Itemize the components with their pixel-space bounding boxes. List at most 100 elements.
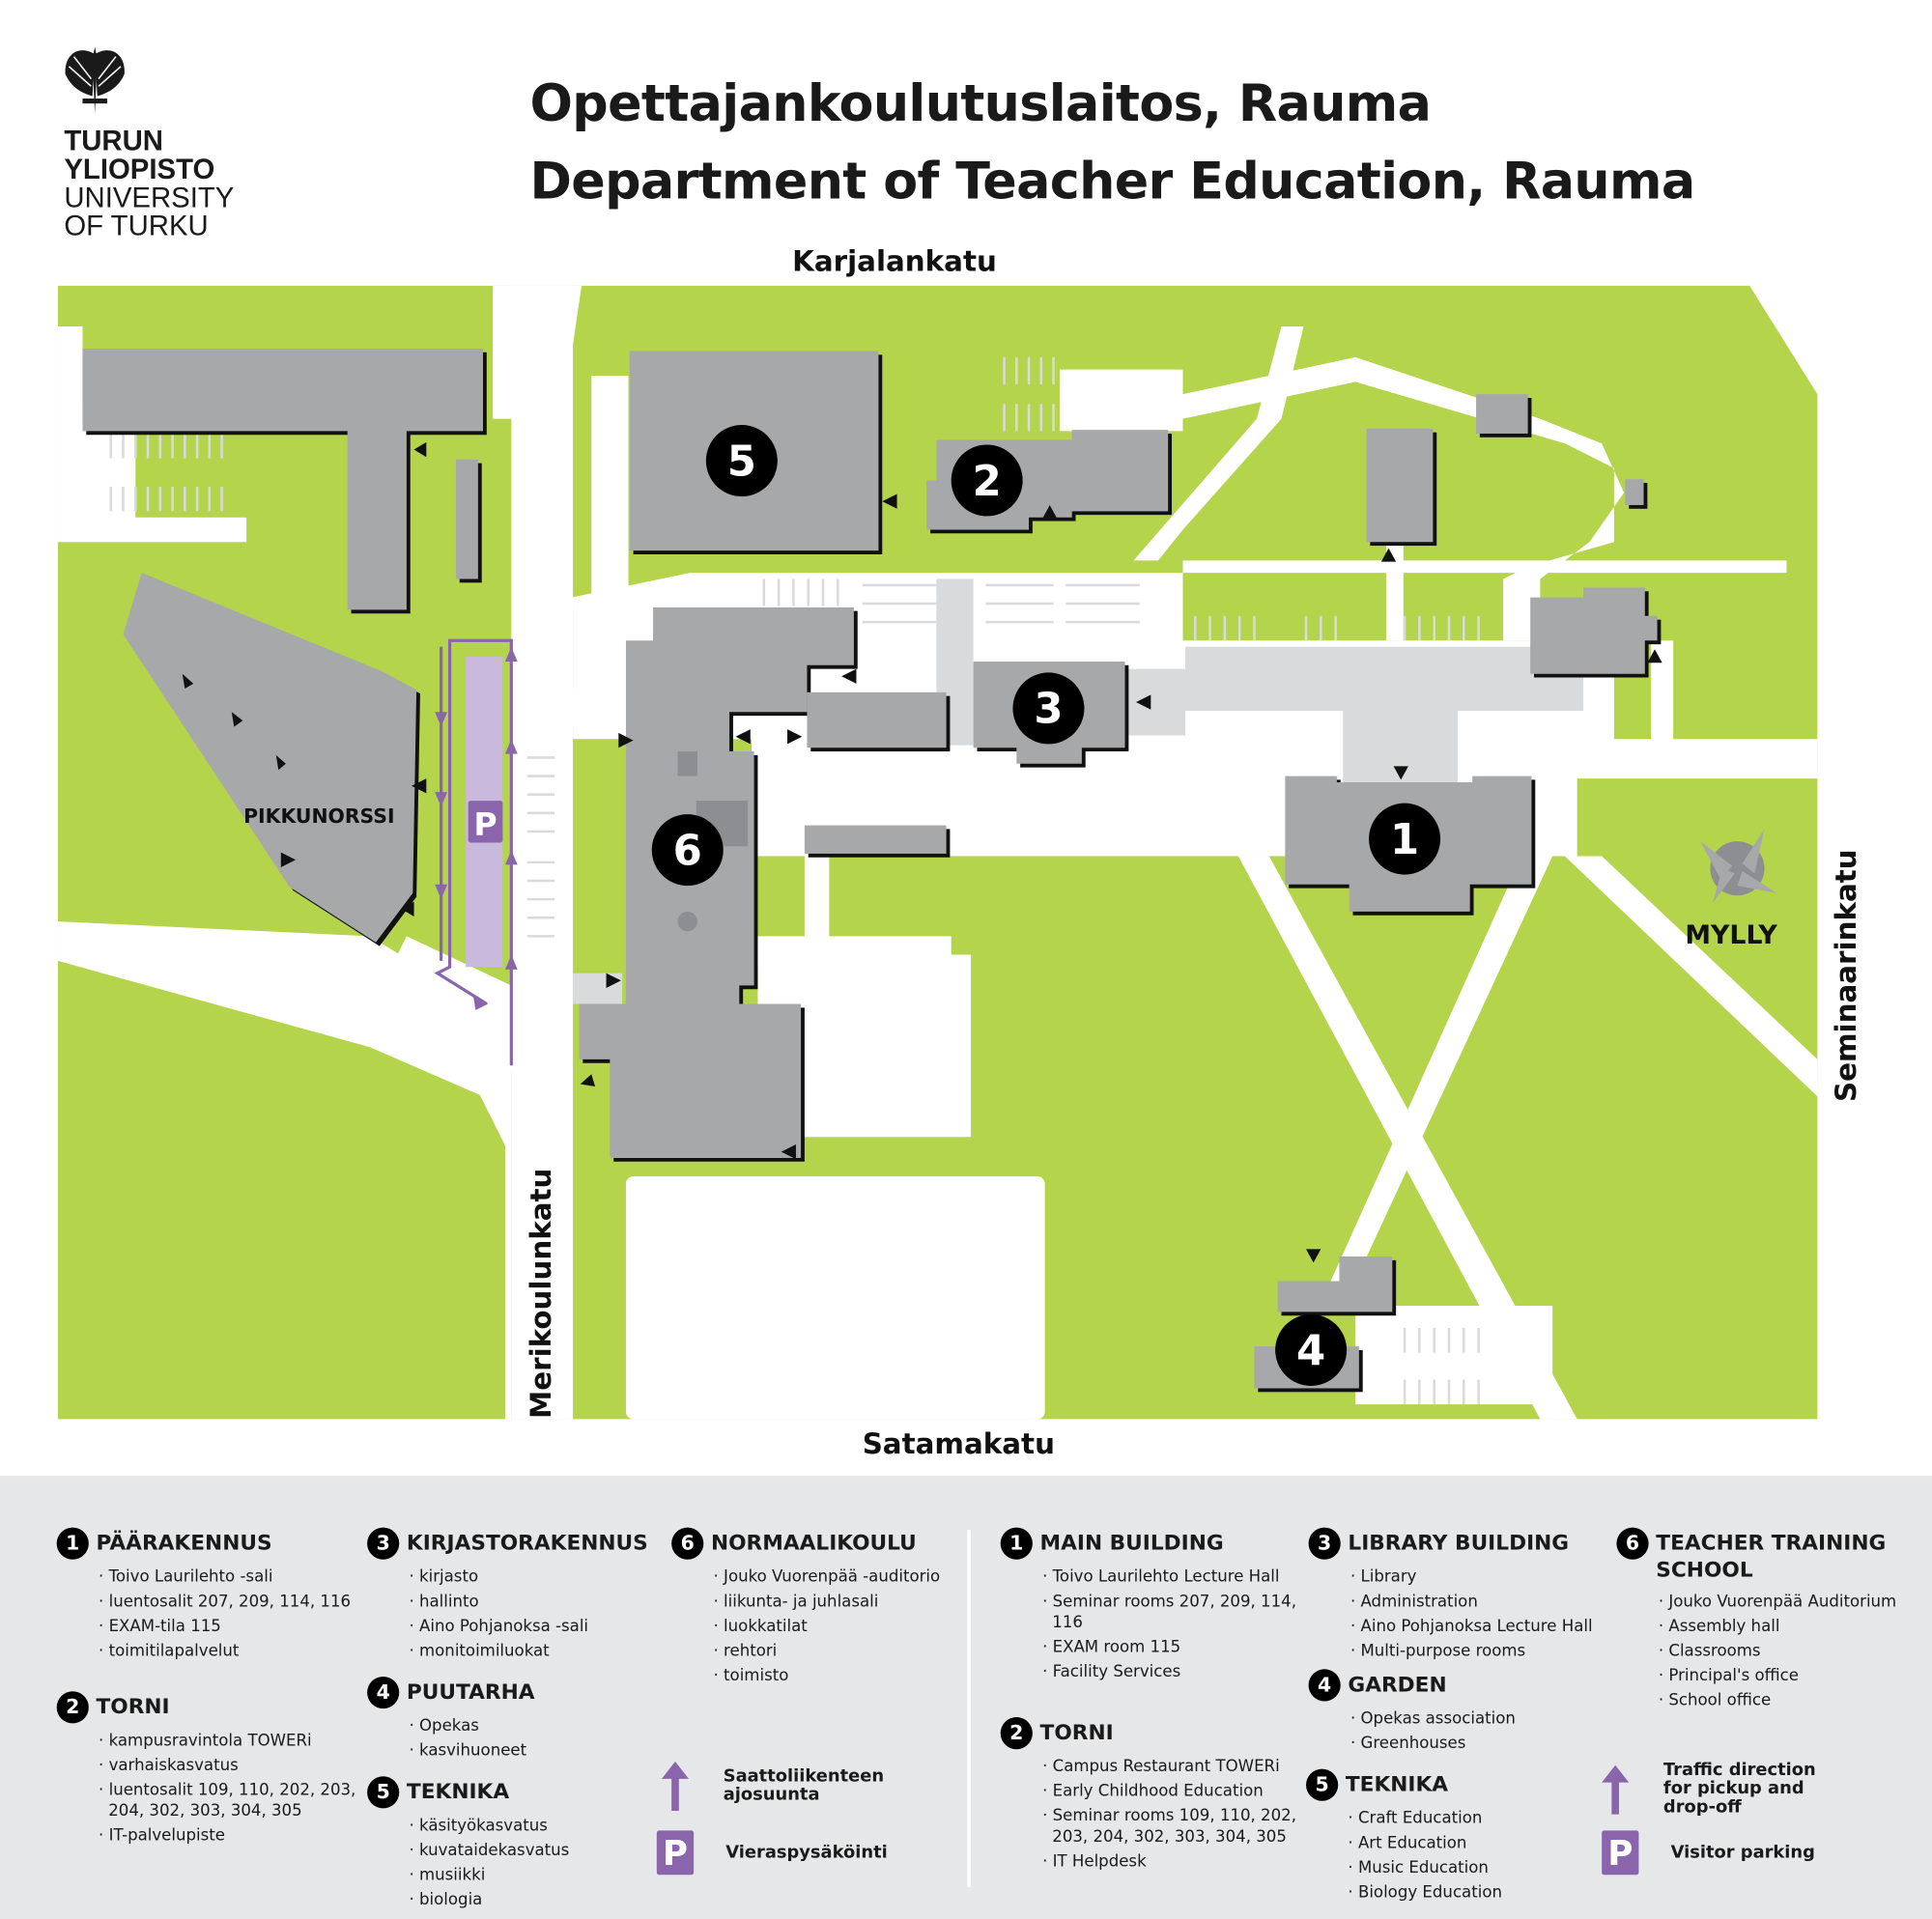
building-pikkunorssi (123, 573, 417, 943)
legend-divider (967, 1530, 972, 1888)
legend-item: Principal's office (1659, 1665, 1925, 1686)
legend-item: Assembly hall (1659, 1616, 1925, 1637)
legend-item: Biology Education (1348, 1882, 1614, 1904)
key-visitor-parking-fi: P Vieraspysäköinti (656, 1830, 888, 1876)
legend-title: GARDEN (1348, 1673, 1447, 1698)
number-badge: 6 (671, 1527, 704, 1560)
logo-line: UNIVERSITY (64, 181, 235, 213)
legend-title: NORMAALIKOULU (710, 1531, 917, 1556)
legend-item: Early Childhood Education (1042, 1781, 1309, 1802)
purple-arrow-icon (1602, 1764, 1630, 1815)
legend-item: kampusravintola TOWERi (99, 1731, 365, 1752)
legend-item: rehtori (714, 1641, 980, 1662)
legend-item: toimisto (714, 1665, 980, 1686)
legend-section-fi-2: 2TORNIkampusravintola TOWERivarhaiskasva… (56, 1691, 365, 1850)
building-number-3: 3 (1034, 686, 1063, 734)
building-details (677, 751, 749, 932)
mylly-label: MYLLY (1685, 920, 1777, 950)
legend-item: kirjasto (409, 1566, 675, 1588)
key-label: Vieraspysäköinti (725, 1842, 888, 1862)
legend-section-fi-1: 1PÄÄRAKENNUSToivo Laurilehto -saliluento… (56, 1527, 365, 1665)
key-label: Saattoliikenteen ajosuunta (723, 1766, 885, 1805)
street-seminaarinkatu: Seminaarinkatu (1830, 849, 1862, 1102)
legend-item: hallinto (409, 1592, 675, 1613)
legend-item: luentosalit 207, 209, 114, 116 (99, 1592, 365, 1613)
legend-list: kirjastohallintoAino Pohjanoksa -salimon… (409, 1566, 675, 1661)
legend-item: Seminar rooms 207, 209, 114, 116 (1042, 1592, 1309, 1633)
legend-title: TORNI (96, 1695, 170, 1720)
building-number-2: 2 (973, 458, 1002, 506)
legend-item: luokkatilat (714, 1616, 980, 1637)
building-small (1366, 428, 1434, 543)
university-logo-text: TURUN YLIOPISTO UNIVERSITY OF TURKU (64, 127, 234, 240)
legend-list: Campus Restaurant TOWERiEarly Childhood … (1042, 1757, 1309, 1873)
legend-item: Aino Pohjanoksa -sali (409, 1616, 675, 1637)
parking-icon: P (656, 1830, 695, 1876)
purple-arrow-icon (661, 1761, 690, 1811)
number-badge: 1 (1000, 1527, 1033, 1560)
legend-item: Aino Pohjanoksa Lecture Hall (1350, 1616, 1617, 1637)
building-number-4: 4 (1296, 1327, 1325, 1375)
legend-item: Art Education (1348, 1833, 1614, 1854)
legend-list: Toivo Laurilehto Lecture HallSeminar roo… (1042, 1566, 1309, 1682)
number-badge: 2 (56, 1691, 89, 1724)
number-badge: 3 (1308, 1527, 1341, 1560)
legend-list: LibraryAdministrationAino Pohjanoksa Lec… (1350, 1566, 1617, 1661)
legend-item: Campus Restaurant TOWERi (1042, 1757, 1309, 1778)
legend-section-en-4: 4GARDENOpekas associationGreenhouses (1308, 1669, 1617, 1758)
number-badge: 4 (1308, 1669, 1341, 1702)
legend-list: käsityökasvatuskuvataidekasvatusmusiikki… (409, 1816, 675, 1910)
title-english: Department of Teacher Education, Rauma (529, 151, 1695, 212)
building-teknika-annex (82, 348, 483, 610)
logo-line: OF TURKU (64, 209, 209, 241)
number-badge: 3 (367, 1527, 400, 1560)
pikkunorssi-label: PIKKUNORSSI (243, 804, 394, 828)
parking-icon: P (1602, 1830, 1639, 1876)
number-badge: 5 (367, 1776, 400, 1809)
key-traffic-direction-en: Traffic direction for pickup and drop-of… (1600, 1761, 1824, 1817)
legend-title: TEACHER TRAINING SCHOOL (1656, 1531, 1887, 1584)
legend-title: PUUTARHA (406, 1679, 535, 1706)
building-connector (807, 691, 947, 748)
legend-item: IT Helpdesk (1042, 1851, 1309, 1873)
building-small (1476, 394, 1528, 434)
number-badge: 6 (1616, 1527, 1649, 1560)
legend-item: Toivo Laurilehto Lecture Hall (1042, 1566, 1309, 1588)
legend-list: Jouko Vuorenpää -auditorioliikunta- ja j… (714, 1566, 980, 1686)
street-merikoulunkatu: Merikoulunkatu (525, 1169, 557, 1419)
building-number-5: 5 (727, 437, 756, 486)
paved-areas (573, 579, 1584, 1004)
legend-list: Opekaskasvihuoneet (409, 1716, 675, 1762)
campus-map: 5 2 3 6 1 4 P PIKKUNORSSI MYLLY Karjalan… (57, 245, 1862, 1460)
building-number-markers (651, 425, 1441, 1386)
legend-item: Facility Services (1042, 1662, 1309, 1683)
legend-item: Seminar rooms 109, 110, 202, 203, 204, 3… (1042, 1806, 1309, 1848)
legend-item: Jouko Vuorenpää Auditorium (1659, 1592, 1925, 1613)
street-satamakatu: Satamakatu (863, 1427, 1055, 1460)
number-badge: 4 (367, 1676, 400, 1709)
key-visitor-parking-en: P Visitor parking (1602, 1830, 1815, 1876)
legend-item: EXAM room 115 (1042, 1637, 1309, 1658)
street-karjalankatu: Karjalankatu (792, 245, 997, 278)
legend-title: TEKNIKA (1345, 1772, 1449, 1797)
legend-title: MAIN BUILDING (1039, 1531, 1224, 1556)
legend-title: LIBRARY BUILDING (1348, 1531, 1570, 1556)
number-badge: 2 (1000, 1717, 1033, 1750)
traffic-arrowheads (435, 646, 518, 1010)
legend-title: TORNI (1039, 1720, 1114, 1746)
entrance-markers (182, 441, 1662, 1263)
building-small (1625, 479, 1644, 505)
legend-item: Multi-purpose rooms (1350, 1641, 1617, 1662)
building-connector (804, 825, 947, 854)
legend-item: IT-palvelupiste (99, 1825, 365, 1847)
legend-section-en-5: 5TEKNIKACraft EducationArt EducationMusi… (1306, 1768, 1614, 1906)
